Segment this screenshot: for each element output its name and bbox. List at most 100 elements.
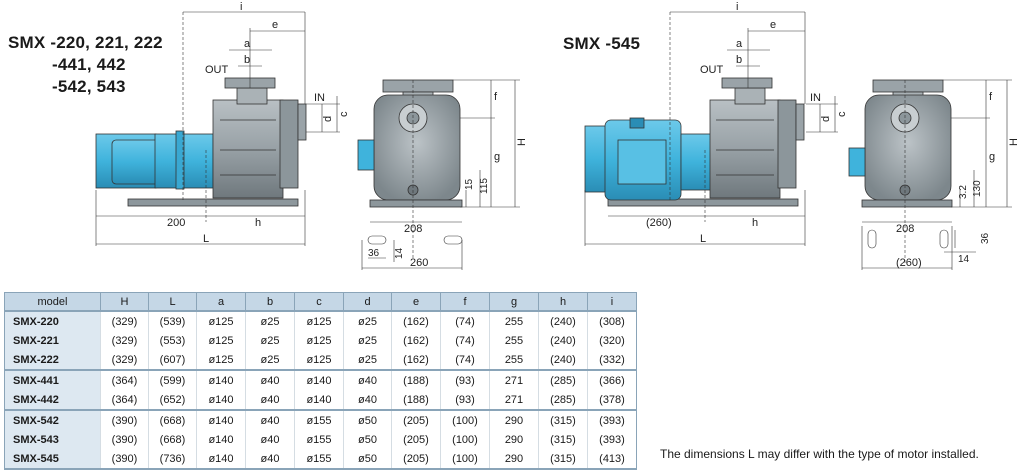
- table-cell: ø125: [294, 310, 344, 331]
- left-model-title: SMX -220, 221, 222 -441, 442 -542, 543: [8, 32, 163, 98]
- table-cell: 271: [489, 390, 539, 410]
- dimension-drawings: i e a b OUT IN d c 200 h L: [95, 1, 1020, 270]
- left-label-g: g: [494, 151, 500, 163]
- table-cell: (205): [391, 430, 441, 449]
- left-label-208: 208: [404, 223, 422, 235]
- table-cell: (329): [100, 310, 149, 331]
- table-cell: (308): [587, 310, 637, 331]
- table-cell: (93): [440, 390, 490, 410]
- table-header: L: [148, 292, 197, 312]
- table-cell: (393): [587, 409, 637, 430]
- right-front-view: [848, 79, 953, 208]
- table-cell: (364): [100, 369, 149, 390]
- left-label-200: 200: [167, 217, 185, 229]
- right-label-in: IN: [810, 92, 821, 104]
- table-cell: ø125: [196, 310, 246, 331]
- table-cell: (93): [440, 369, 490, 390]
- table-header: e: [391, 292, 441, 312]
- table-cell-model: SMX-543: [4, 430, 101, 449]
- left-label-a: a: [244, 38, 251, 50]
- table-cell: ø25: [343, 350, 392, 370]
- table-cell: (553): [148, 331, 197, 350]
- table-cell: (668): [148, 430, 197, 449]
- table-cell: ø140: [196, 390, 246, 410]
- table-cell: (162): [391, 310, 441, 331]
- table-header: g: [489, 292, 539, 312]
- left-label-c: c: [338, 111, 350, 117]
- table-header: H: [100, 292, 149, 312]
- left-side-labels: i e a b OUT IN d c 200 h L: [167, 1, 350, 245]
- table-cell: ø40: [245, 390, 295, 410]
- right-side-dimensions: [584, 11, 838, 246]
- right-side-labels: i e a b OUT IN d c (260) h L: [646, 1, 848, 245]
- left-label-115: 115: [479, 178, 490, 194]
- table-cell: 271: [489, 369, 539, 390]
- table-cell: (390): [100, 409, 149, 430]
- left-title-line-2: -441, 442: [52, 55, 126, 74]
- table-cell: (320): [587, 331, 637, 350]
- table-cell: (390): [100, 449, 149, 470]
- table-cell: ø125: [196, 350, 246, 370]
- table-cell: (74): [440, 310, 490, 331]
- left-label-in: IN: [314, 92, 325, 104]
- table-cell: (188): [391, 369, 441, 390]
- right-label-36: 36: [980, 232, 991, 244]
- table-cell: ø25: [343, 310, 392, 331]
- right-label-g: g: [989, 151, 995, 163]
- table-cell: (599): [148, 369, 197, 390]
- right-model-title: SMX -545: [563, 34, 641, 53]
- left-label-H: H: [516, 138, 528, 146]
- table-cell: (100): [440, 430, 490, 449]
- table-cell: ø40: [245, 369, 295, 390]
- table-cell-model: SMX-545: [4, 449, 101, 470]
- table-header: b: [245, 292, 295, 312]
- table-cell: (285): [538, 390, 588, 410]
- right-label-260p: (260): [646, 217, 672, 229]
- table-cell: ø40: [245, 409, 295, 430]
- table-cell: (539): [148, 310, 197, 331]
- table-cell: 255: [489, 331, 539, 350]
- left-label-f: f: [494, 91, 498, 103]
- table-cell: (390): [100, 430, 149, 449]
- right-label-260b: (260): [896, 257, 922, 269]
- table-cell: 255: [489, 310, 539, 331]
- left-title-line-3: -542, 543: [52, 77, 126, 96]
- table-cell: (332): [587, 350, 637, 370]
- table-header-row: model H L a b c d e f g h i: [4, 292, 637, 312]
- right-label-e: e: [770, 19, 776, 31]
- right-front-labels: f g H 3.2 130 208 36 14 (260): [896, 91, 1020, 269]
- table-cell: ø155: [294, 430, 344, 449]
- table-cell: ø40: [245, 449, 295, 470]
- table-cell: (240): [538, 350, 588, 370]
- table-cell: (413): [587, 449, 637, 470]
- table-header: d: [343, 292, 392, 312]
- table-cell: (315): [538, 409, 588, 430]
- left-label-out: OUT: [205, 64, 229, 76]
- table-cell-model: SMX-542: [4, 409, 101, 430]
- left-label-260: 260: [410, 257, 428, 269]
- table-cell: (315): [538, 430, 588, 449]
- table-cell: (240): [538, 331, 588, 350]
- table-cell: (188): [391, 390, 441, 410]
- left-label-h: h: [255, 217, 261, 229]
- table-cell: ø140: [294, 390, 344, 410]
- left-label-36: 36: [368, 248, 380, 259]
- table-cell: (74): [440, 331, 490, 350]
- right-label-f: f: [989, 91, 993, 103]
- table-cell: ø140: [196, 409, 246, 430]
- table-cell-model: SMX-220: [4, 310, 101, 331]
- table-cell: ø50: [343, 430, 392, 449]
- table-cell: 290: [489, 409, 539, 430]
- table-cell: ø140: [294, 369, 344, 390]
- right-label-d: d: [820, 116, 832, 122]
- left-side-dimensions: [95, 11, 340, 246]
- right-side-view: [584, 77, 805, 207]
- table-cell: (378): [587, 390, 637, 410]
- table-cell: ø140: [196, 449, 246, 470]
- right-label-H: H: [1008, 138, 1020, 146]
- table-cell: (162): [391, 331, 441, 350]
- table-cell: 255: [489, 350, 539, 370]
